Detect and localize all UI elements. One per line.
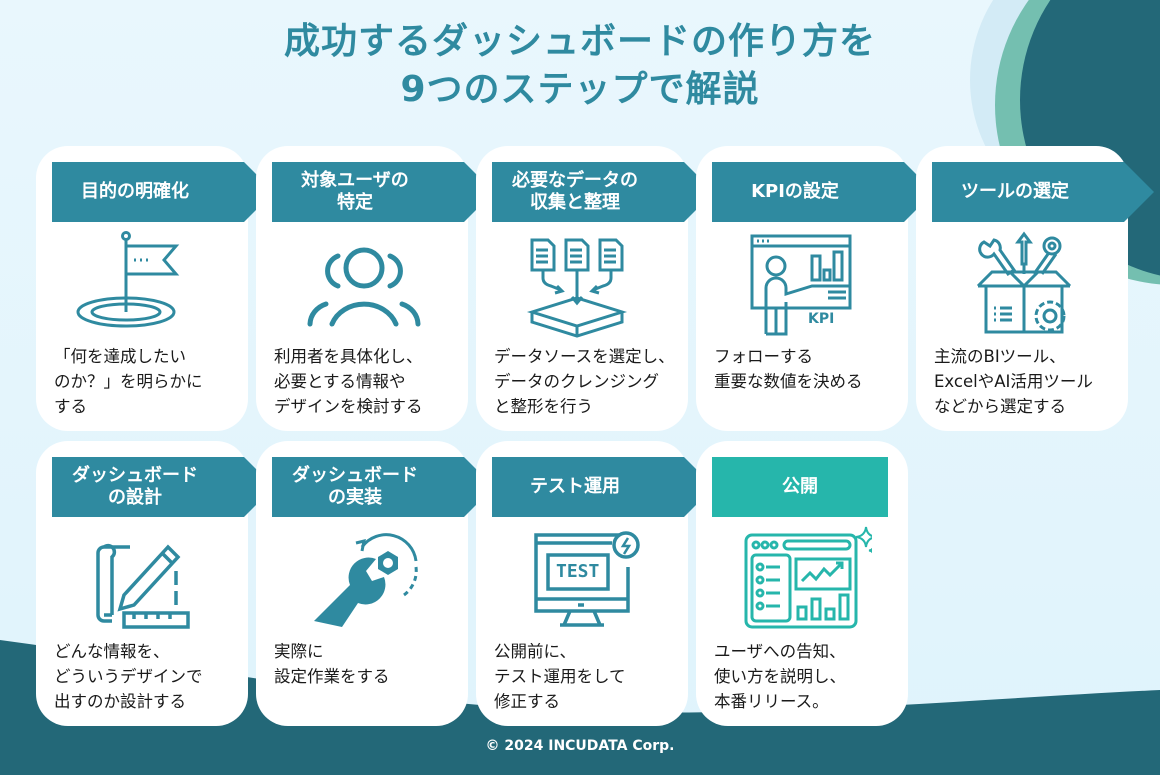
bg-bottom-wave [0,640,1160,775]
step-description: どんな情報を、 どういうデザインで 出すのか設計する [54,642,203,711]
step-card-9: 公開 ユーザへの告知、 使い方を説明し、 本番リリース。 [696,441,908,726]
step-card-8: テスト運用 TEST 公開前に、 テスト運用をして 修正する [476,441,714,726]
step-card-2: 対象ユーザの 特定 利用者を具体化し、 必要とする情報や デザインを検討する [256,146,494,431]
step-banner: ダッシュボード の設計 [52,457,274,517]
kpi-icon-label: KPI [808,311,835,327]
step-description: 実際に 設定作業をする [274,642,390,686]
step-card-4: KPIの設定 KPI フォローする 重要な数値を決める [696,146,934,431]
step-title: 必要なデータの 収集と整理 [512,170,638,213]
blueprint-pencil-icon [96,543,190,629]
title-line-1: 成功するダッシュボードの作り方を [283,21,876,62]
test-monitor-icon [534,531,640,627]
title-line-2: 9つのステップで解説 [400,69,760,110]
step-banner: テスト運用 [492,457,714,517]
step-banner: 対象ユーザの 特定 [272,162,494,222]
step-card-6: ダッシュボード の設計 どんな情報を、 どういうデザインで 出すのか設計する [36,441,274,726]
step-title: ダッシュボード の設計 [72,465,198,508]
step-description: データソースを選定し、 データのクレンジング と整形を行う [494,347,675,416]
step-banner: ダッシュボード の実装 [272,457,494,517]
step-description: 公開前に、 テスト運用をして 修正する [494,642,626,711]
data-collection-icon [526,238,628,338]
kpi-board-icon [750,234,852,336]
step-banner: KPIの設定 [712,162,934,222]
step-description: 主流のBIツール、 ExcelやAI活用ツール などから選定する [934,347,1093,416]
step-title: 目的の明確化 [81,181,189,202]
wrench-nut-icon [314,533,418,627]
step-banner: ツールの選定 [932,162,1154,222]
step-banner: 必要なデータの 収集と整理 [492,162,714,222]
goal-flag-icon [76,231,180,328]
step-card-7: ダッシュボード の実装 実際に 設定作業をする [256,441,494,726]
step-description: フォローする 重要な数値を決める [714,347,863,391]
step-banner-final: 公開 [712,457,888,517]
page-title: 成功するダッシュボードの作り方を 9つのステップで解説 [0,18,1160,114]
step-description: 「何を達成したい のか？」を明らかに する [54,347,203,416]
copyright-footer: © 2024 INCUDATA Corp. [485,738,675,754]
step-title: テスト運用 [530,476,620,497]
arrow-right-icon [1124,162,1154,222]
step-title: KPIの設定 [751,181,839,202]
step-card-1: 目的の明確化 「何を達成したい のか？」を明らかに する [36,146,274,431]
step-card-3: 必要なデータの 収集と整理 データソースを選定し、 データのクレンジング と整形… [476,146,714,431]
step-title: 公開 [782,476,818,497]
toolbox-icon [976,231,1072,334]
step-banner: 目的の明確化 [52,162,274,222]
step-title: 対象ユーザの 特定 [301,170,409,213]
step-description: 利用者を具体化し、 必要とする情報や デザインを検討する [274,347,423,416]
dashboard-launch-icon [744,526,872,629]
step-title: ダッシュボード の実装 [292,465,418,508]
step-description: ユーザへの告知、 使い方を説明し、 本番リリース。 [714,642,846,711]
step-card-5: ツールの選定 主流のBIツール、 ExcelやAI活用ツール などから選定する [916,146,1154,431]
step-title: ツールの選定 [961,181,1069,202]
test-icon-label: TEST [556,561,600,582]
users-group-icon [307,247,421,327]
